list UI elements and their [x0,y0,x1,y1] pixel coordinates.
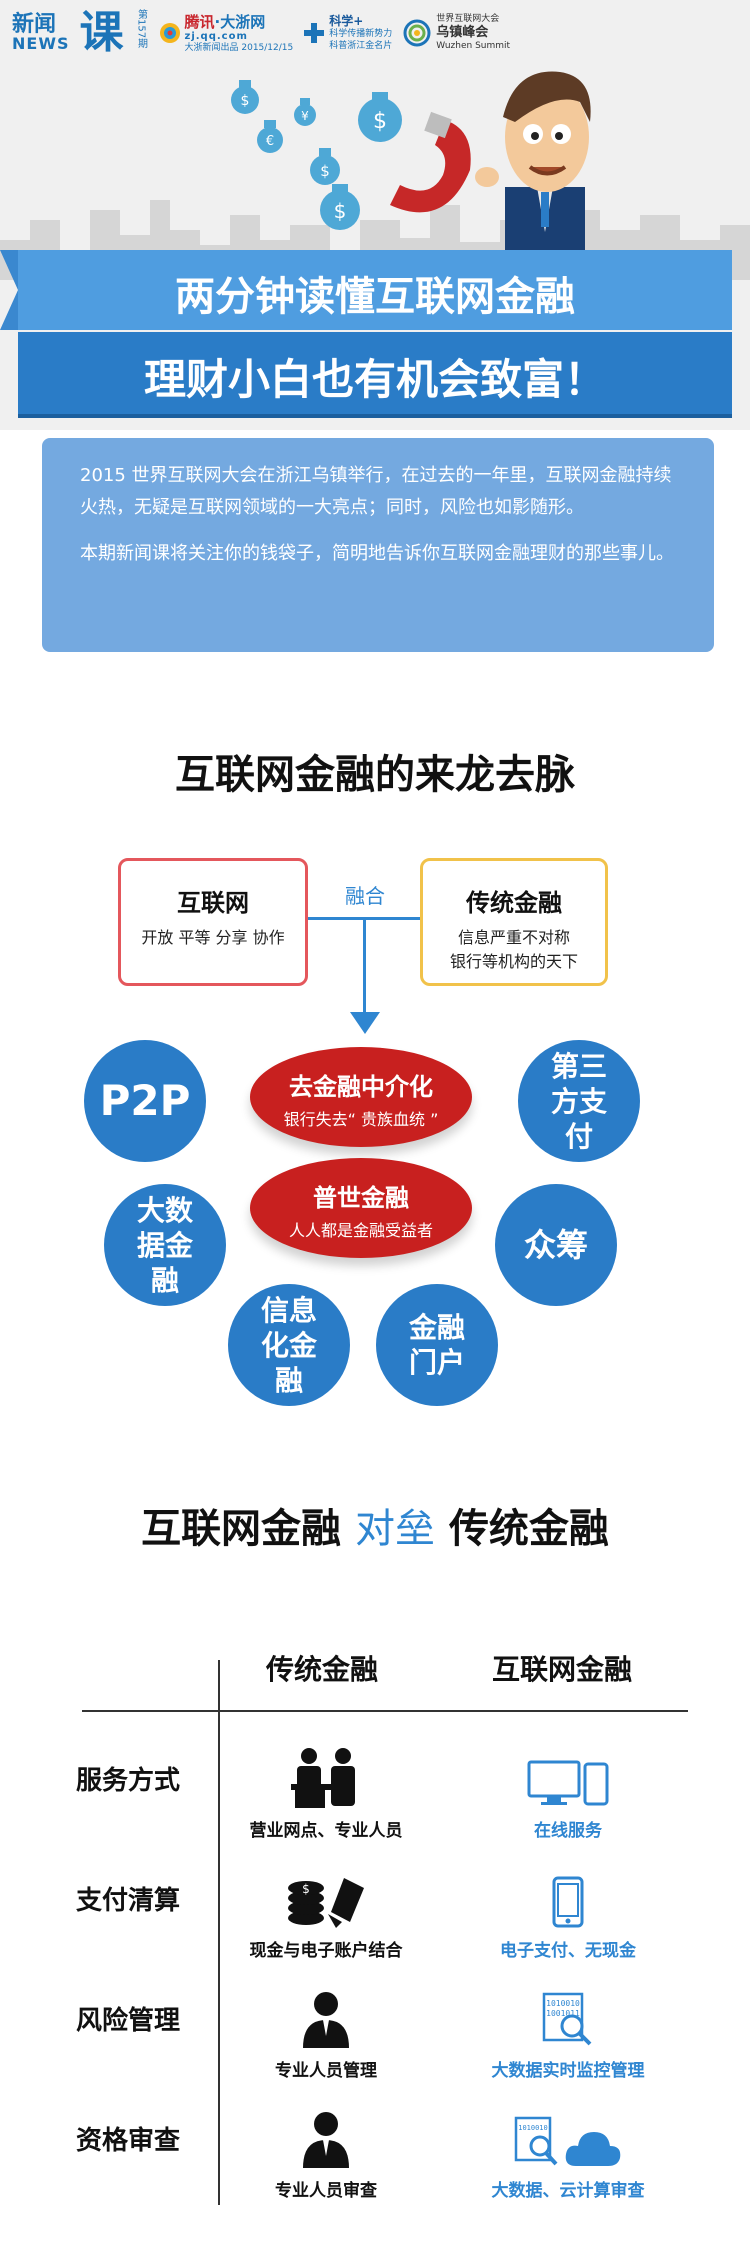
desktop-phone-icon [527,1760,609,1806]
row-label-qualification: 资格审查 [75,2126,180,2156]
origin-section-title: 互联网金融的来龙去脉 [175,752,575,798]
qq-date: 大浙新闻出品 2015/12/15 [184,42,294,53]
trad-box-subtitle: 信息严重不对称 银行等机构的天下 [449,928,578,971]
traditional-finance-box: 传统金融 信息严重不对称 银行等机构的天下 [420,858,608,986]
binary-text: 1001011 [546,2009,580,2018]
circle-p2p: P2P [84,1040,206,1162]
cell-trad-service: 营业网点、专业人员 [206,1738,446,1841]
cell-net-risk: 1010010 1001011 大数据实时监控管理 [448,1978,688,2081]
cell-net-qualification: 1010010 大数据、云计算审查 [448,2098,688,2201]
vs-middle: 对垒 [355,1506,435,1552]
binary-text: 1010010 [546,1999,580,2008]
qq-name-b: ·大浙网 [214,12,266,31]
oval-inclusive-finance: 普世金融 人人都是金融受益者 [250,1158,472,1258]
summit-swirl-icon [403,19,431,47]
person-icon [303,2112,349,2168]
intro-box: 2015 世界互联网大会在浙江乌镇举行，在过去的一年里，互联网金融持续火热，无疑… [42,438,714,652]
businessman-illustration [475,71,591,252]
partner-logo-bar: 新闻 NEWS 课 第157期 腾讯·大浙网 zj.qq.com 大浙新闻出品 … [12,8,510,58]
issue-number: 第157期 [135,9,147,49]
table-column-divider [218,1660,220,2205]
cell-net-service: 在线服务 [448,1738,688,1841]
cell-net-qualification-text: 大数据、云计算审查 [491,2181,645,2201]
qq-globe-icon [159,22,180,43]
news-class-logo: 新闻 NEWS [12,12,70,53]
circle-crowdfunding: 众筹 [495,1184,617,1306]
column-header-internet: 互联网金融 [491,1653,632,1686]
circle-information-finance: 信息化金融 [228,1284,350,1406]
kexue-logo: 科学+ 科学传播新势力 科普浙江金名片 [303,14,392,52]
cell-trad-qualification: 专业人员审查 [206,2098,446,2201]
headline-banner-top: 两分钟读懂互联网金融 [0,250,732,330]
euro-symbol: € [266,134,274,149]
headline-line1: 两分钟读懂互联网金融 [175,274,575,320]
row-label-risk: 风险管理 [75,2006,180,2036]
cell-trad-payment: $ 现金与电子账户结合 [206,1858,446,1961]
money-bag-icon: € [257,120,283,153]
fuse-label: 融合 [345,884,385,908]
arrow-down-icon [350,1012,380,1034]
headline-line2: 理财小白也有机会致富！ [143,355,606,404]
money-symbol: $ [241,93,250,109]
money-symbol: $ [334,199,347,223]
money-symbol: $ [373,109,387,134]
hero-header: 新闻 NEWS 课 第157期 腾讯·大浙网 zj.qq.com 大浙新闻出品 … [0,0,750,430]
wuzhen-summit-logo: 世界互联网大会 乌镇峰会 Wuzhen Summit [402,14,510,51]
money-bag-icon: $ [358,92,402,142]
coins-card-icon: $ [288,1878,364,1928]
news-class-logo-ke: 课 [79,7,124,58]
cell-net-risk-text: 大数据实时监控管理 [491,2061,645,2081]
vs-right: 传统金融 [448,1506,609,1552]
intro-paragraph-2: 本期新闻课将关注你的钱袋子，简明地告诉你互联网金融理财的那些事儿。 [80,543,674,564]
yen-symbol: ¥ [301,109,309,123]
smartphone-icon [552,1876,584,1928]
cell-trad-service-text: 营业网点、专业人员 [249,1821,403,1841]
column-header-traditional: 传统金融 [265,1653,378,1686]
person-icon [303,1992,349,2048]
cell-trad-risk-text: 专业人员管理 [275,2061,377,2081]
money-symbol: $ [302,1882,310,1896]
data-magnifier-icon: 1010010 [514,2116,558,2166]
money-magnet-illustration: $ € ¥ $ $ $ [231,80,471,230]
cell-net-payment: 电子支付、无现金 [448,1858,688,1961]
circle-big-data-finance: 大数据金融 [104,1184,226,1306]
row-label-payment: 支付清算 [75,1886,180,1916]
qq-logo: 腾讯·大浙网 zj.qq.com 大浙新闻出品 2015/12/15 [159,12,294,54]
qq-name-a: 腾讯 [184,12,215,31]
counter-staff-icon [291,1748,355,1808]
magnet-icon [390,120,471,213]
money-symbol: $ [320,162,330,180]
internet-box: 互联网 开放 平等 分享 协作 [118,858,308,986]
binary-text: 1010010 [518,2124,548,2132]
cell-net-service-text: 在线服务 [534,1821,602,1841]
circle-third-party-payment: 第三方支付 [518,1040,640,1162]
vs-left: 互联网金融 [141,1506,342,1552]
connector-line-vertical [363,917,366,1017]
circle-finance-portal: 金融门户 [376,1284,498,1406]
money-bag-icon: $ [231,80,259,114]
plus-cross-icon [304,23,325,43]
qq-url: zj.qq.com [184,30,248,42]
cell-net-payment-text: 电子支付、无现金 [500,1941,636,1961]
intro-paragraph-1: 2015 世界互联网大会在浙江乌镇举行，在过去的一年里，互联网金融持续火热，无疑… [80,465,672,518]
money-bag-icon: $ [310,148,340,185]
internet-box-title: 互联网 [177,889,249,917]
money-bag-icon: ¥ [294,98,316,126]
cell-trad-risk: 专业人员管理 [206,1978,446,2081]
table-header-divider [82,1710,688,1712]
oval-disintermediation: 去金融中介化 银行失去“ 贵族血统 ” [250,1047,472,1147]
data-magnifier-icon: 1010010 1001011 [542,1992,592,2046]
cloud-icon [565,2132,621,2166]
vs-section-title: 互联网金融 对垒 传统金融 [0,1496,750,1554]
money-bag-icon: $ [320,184,360,230]
cell-trad-qualification-text: 专业人员审查 [275,2181,377,2201]
cell-trad-payment-text: 现金与电子账户结合 [249,1941,403,1961]
internet-box-subtitle: 开放 平等 分享 协作 [141,928,285,947]
trad-box-title: 传统金融 [466,889,562,917]
row-label-service: 服务方式 [75,1766,180,1796]
headline-banner-bottom: 理财小白也有机会致富！ [18,332,732,414]
